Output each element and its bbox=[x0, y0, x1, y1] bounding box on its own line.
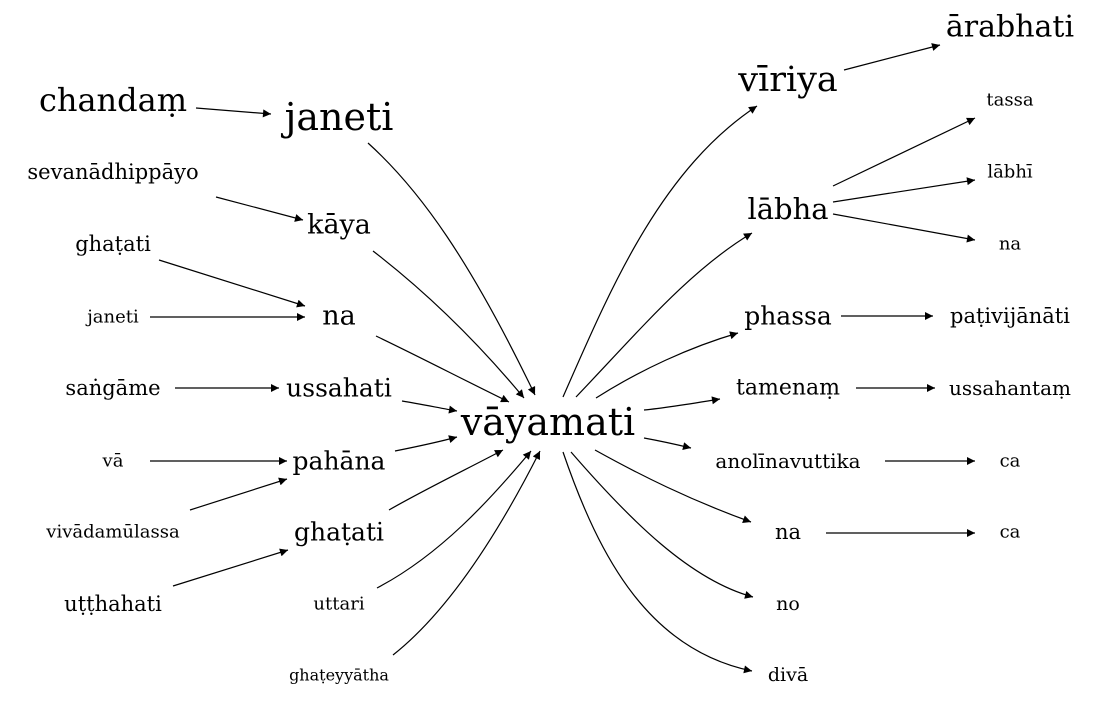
node-uttari: uttari bbox=[313, 594, 364, 615]
node-va: vā bbox=[102, 451, 124, 472]
node-phassa: phassa bbox=[744, 302, 832, 331]
edge-vayamati-to-anolina bbox=[643, 437, 692, 451]
node-ghatati2: ghaṭati bbox=[294, 518, 384, 547]
edge-layer bbox=[150, 43, 976, 674]
node-sevana: sevanādhippāyo bbox=[27, 160, 198, 184]
edge-ghatati1-to-na1 bbox=[158, 259, 306, 308]
node-layer: vāyamati chandaṃ janeti sevanādhippāyo kāya g… bbox=[27, 10, 1074, 687]
edge-vayamati-to-phassa bbox=[595, 331, 739, 399]
edge-pahana-to-vayamati bbox=[394, 435, 458, 452]
node-na3: na bbox=[775, 520, 801, 544]
edge-labha-to-na2 bbox=[832, 213, 976, 243]
node-ghatati1: ghaṭati bbox=[75, 232, 151, 256]
node-utthahati: uṭṭhahati bbox=[64, 592, 162, 616]
node-pahana: pahāna bbox=[293, 447, 386, 476]
node-kaya: kāya bbox=[307, 210, 371, 241]
edge-labha-to-labhi bbox=[832, 177, 976, 203]
node-tamenam: tamenaṃ bbox=[736, 376, 840, 401]
node-na1: na bbox=[322, 301, 356, 332]
edge-vayamati-to-na3 bbox=[594, 449, 752, 524]
node-sangame: saṅgāme bbox=[65, 376, 160, 400]
edge-na1-to-vayamati bbox=[375, 335, 510, 403]
node-anolina: anolīnavuttika bbox=[715, 449, 860, 473]
node-ghateyyatha: ghaṭeyyātha bbox=[289, 666, 389, 685]
edge-chandam-to-janeti1 bbox=[195, 107, 272, 118]
node-chandam: chandaṃ bbox=[39, 81, 187, 119]
edge-uttari-to-vayamati bbox=[376, 450, 532, 589]
node-labha: lābha bbox=[747, 192, 828, 226]
edge-vayamati-to-tamenam bbox=[643, 396, 721, 411]
node-janeti2: janeti bbox=[85, 307, 139, 328]
node-tassa: tassa bbox=[986, 90, 1033, 111]
edge-labha-to-tassa bbox=[832, 117, 976, 187]
edge-kaya-to-vayamati bbox=[372, 250, 525, 399]
edge-vayamati-to-no bbox=[570, 451, 754, 599]
edge-utthahati-to-ghatati2 bbox=[172, 548, 289, 587]
node-ca2: ca bbox=[1000, 522, 1021, 543]
node-arabhati: ārabhati bbox=[946, 10, 1074, 45]
edge-vayamati-to-labha bbox=[575, 232, 753, 398]
node-ussahantam: ussahantaṃ bbox=[949, 376, 1071, 400]
edge-janeti1-to-vayamati bbox=[367, 142, 536, 396]
edge-viriya-to-arabhati bbox=[843, 43, 941, 71]
node-ca1: ca bbox=[1000, 451, 1021, 472]
node-ussahati: ussahati bbox=[286, 374, 392, 403]
edge-vayamati-to-diva bbox=[562, 451, 753, 674]
node-vayamati: vāyamati bbox=[460, 400, 635, 444]
edge-ussahati-to-vayamati bbox=[401, 400, 458, 414]
edge-ghateyyatha-to-vayamati bbox=[392, 450, 541, 656]
edge-sevana-to-kaya bbox=[215, 196, 304, 222]
node-diva: divā bbox=[768, 664, 808, 686]
node-viriya: vīriya bbox=[737, 60, 838, 100]
edge-vayamati-to-viriya bbox=[562, 105, 758, 398]
edge-vivada-to-pahana bbox=[189, 477, 288, 511]
node-no: no bbox=[776, 593, 800, 615]
node-labhi: lābhī bbox=[987, 162, 1033, 183]
node-janeti1: janeti bbox=[281, 95, 394, 139]
node-na2: na bbox=[999, 234, 1022, 255]
edge-ghatati2-to-vayamati bbox=[388, 449, 504, 511]
node-vivada: vivādamūlassa bbox=[45, 522, 180, 543]
node-pativijanati: paṭivijānāti bbox=[950, 304, 1070, 328]
